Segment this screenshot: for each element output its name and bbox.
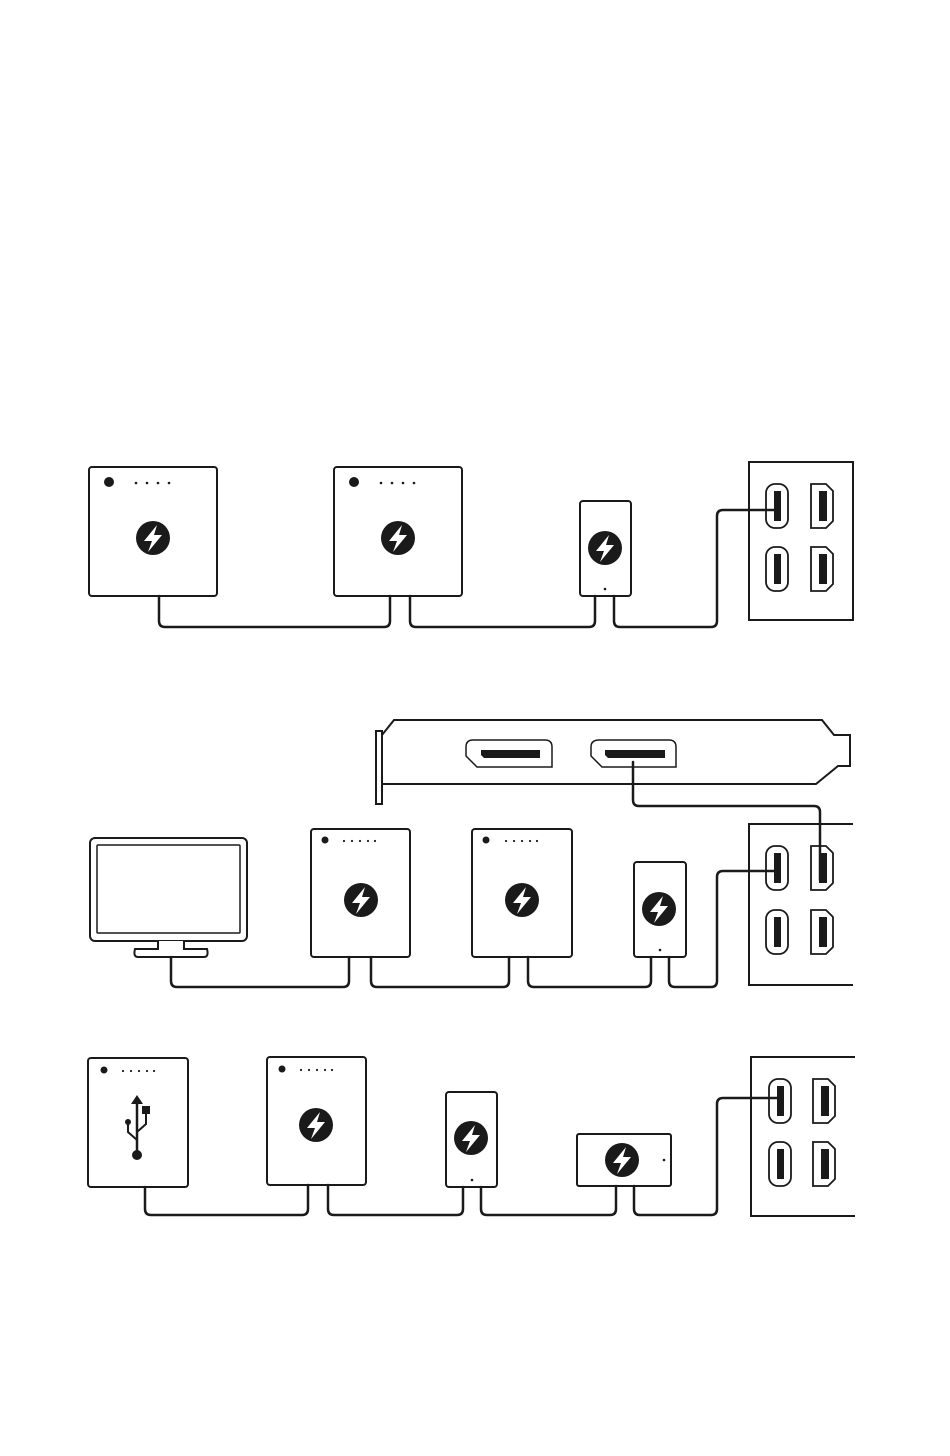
thunderbolt-icon bbox=[299, 1108, 333, 1142]
thunderbolt-adapter bbox=[634, 862, 686, 957]
thunderbolt-dock bbox=[577, 1134, 671, 1186]
thunderbolt-device bbox=[267, 1057, 366, 1185]
cable bbox=[371, 957, 509, 987]
cable bbox=[528, 957, 651, 987]
thunderbolt-port-icon bbox=[766, 910, 788, 954]
thunderbolt-icon bbox=[642, 892, 676, 926]
cable bbox=[410, 596, 595, 627]
diagram-3-daisy-chain-usb bbox=[88, 1057, 855, 1216]
thunderbolt-device-1 bbox=[311, 829, 410, 957]
thunderbolt-adapter bbox=[446, 1092, 497, 1187]
diagram-2-daisy-chain-display bbox=[90, 720, 853, 987]
thunderbolt-port-icon bbox=[769, 1079, 791, 1123]
displayport-icon bbox=[811, 547, 833, 591]
displayport-icon bbox=[811, 484, 833, 528]
cable bbox=[159, 596, 390, 627]
thunderbolt-port-icon bbox=[766, 846, 788, 890]
cable bbox=[481, 1186, 616, 1215]
thunderbolt-icon bbox=[605, 1143, 639, 1177]
thunderbolt-adapter bbox=[580, 501, 631, 596]
monitor bbox=[90, 838, 247, 957]
thunderbolt-device-2 bbox=[334, 467, 462, 596]
thunderbolt-device-1 bbox=[89, 467, 217, 596]
host-io-panel bbox=[749, 462, 853, 620]
thunderbolt-device-2 bbox=[472, 829, 572, 957]
diagram-1-daisy-chain bbox=[89, 462, 853, 627]
thunderbolt-icon bbox=[381, 521, 415, 555]
host-io-panel bbox=[749, 824, 853, 985]
usb-device bbox=[88, 1058, 188, 1187]
thunderbolt-port-icon bbox=[766, 484, 788, 528]
host-io-panel bbox=[751, 1057, 855, 1216]
thunderbolt-icon bbox=[588, 531, 622, 565]
graphics-card-bracket bbox=[376, 720, 850, 804]
displayport-icon bbox=[813, 1142, 835, 1186]
cable bbox=[145, 1185, 308, 1215]
displayport-icon bbox=[811, 910, 833, 954]
thunderbolt-icon bbox=[344, 883, 378, 917]
thunderbolt-port-icon bbox=[769, 1142, 791, 1186]
thunderbolt-icon bbox=[136, 521, 170, 555]
displayport-icon bbox=[813, 1079, 835, 1123]
thunderbolt-icon bbox=[505, 883, 539, 917]
cable bbox=[328, 1185, 463, 1215]
thunderbolt-icon bbox=[454, 1121, 488, 1155]
cable bbox=[171, 957, 349, 987]
displayport-icon bbox=[811, 846, 833, 890]
thunderbolt-port-icon bbox=[766, 547, 788, 591]
